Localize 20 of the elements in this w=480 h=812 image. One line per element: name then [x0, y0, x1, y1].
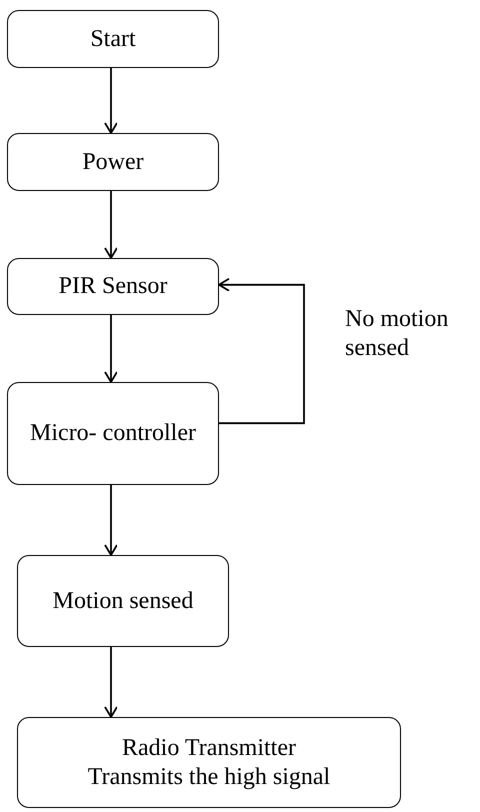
node-text: PIR Sensor: [58, 272, 168, 301]
process-box: [7, 258, 219, 315]
process-box: [7, 133, 219, 191]
node-text: Transmits the high signal: [88, 762, 330, 792]
edge-label: No motion sensed: [345, 304, 450, 362]
process-box: [17, 717, 401, 808]
arrow: [104, 315, 118, 383]
process-box: [17, 555, 229, 647]
node-text: Motion sensed: [52, 586, 194, 616]
arrow: [104, 191, 118, 259]
node-text: Radio Transmitter: [122, 734, 296, 762]
node-text: Start: [90, 24, 136, 54]
node-text: Micro- controller: [30, 419, 196, 448]
arrow: [104, 68, 118, 134]
node-text: Power: [82, 148, 144, 176]
arrow: [218, 278, 305, 424]
arrow: [104, 485, 118, 556]
arrow: [104, 647, 118, 718]
process-box: [7, 10, 219, 68]
process-box: [7, 382, 219, 485]
